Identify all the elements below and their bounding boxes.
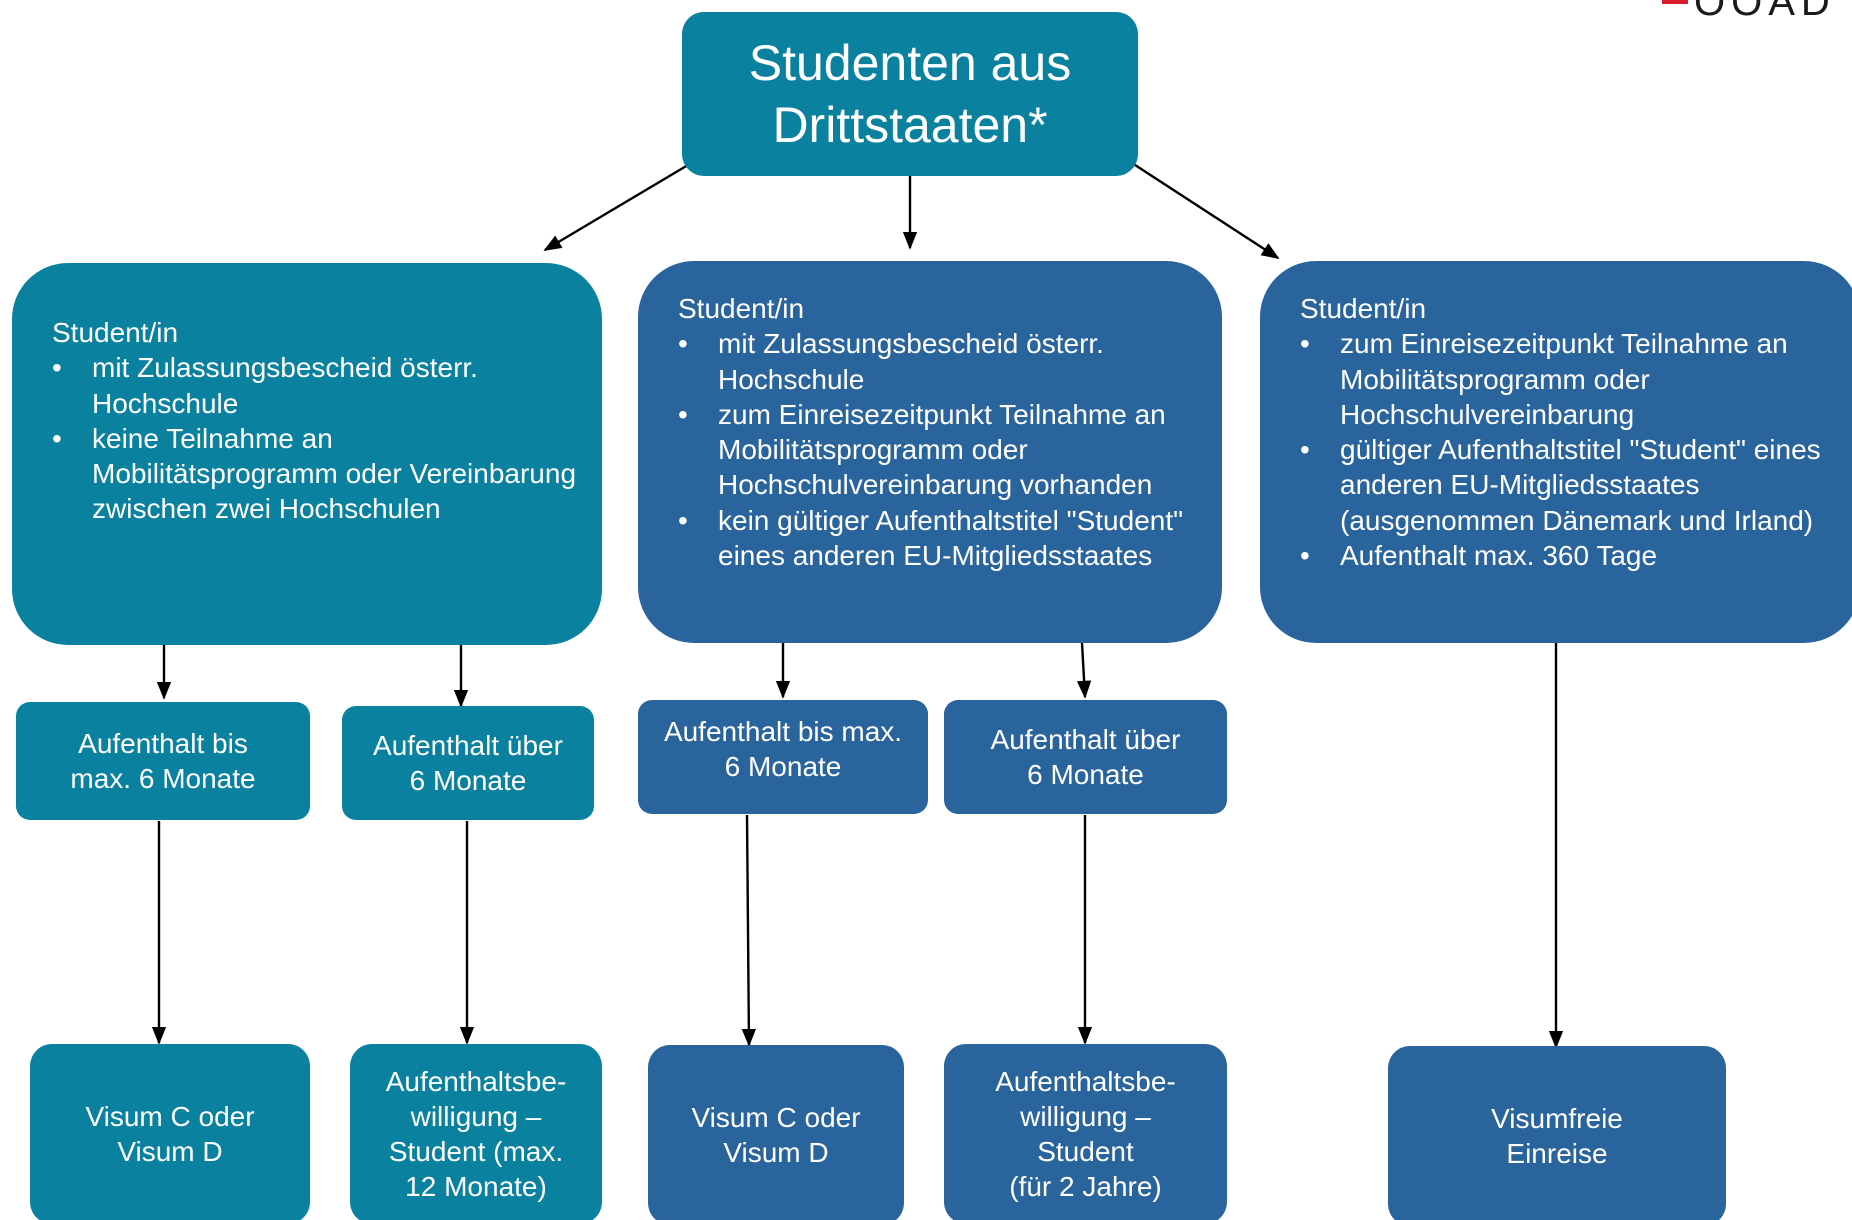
arrow-title-to-cat3 — [1131, 161, 1280, 260]
duration-2-line-1: Aufenthalt über — [373, 730, 563, 761]
result-2-line: willigung – — [410, 1101, 542, 1132]
category-1-bullet: mit Zulassungsbescheid österr. Hochschul… — [52, 350, 582, 421]
category-2-heading: Student/in — [678, 293, 805, 324]
category-1-heading: Student/in — [52, 317, 179, 348]
result-4-line: Aufenthaltsbe- — [995, 1066, 1176, 1097]
category-3-bullet: zum Einreisezeitpunkt Teilnahme an Mobil… — [1300, 326, 1850, 432]
result-2-line: Student (max. — [388, 1136, 564, 1167]
duration-3-line-1: Aufenthalt bis max. — [663, 716, 903, 747]
result-4-line: willigung – — [1020, 1101, 1151, 1132]
result-4-line: Student — [1037, 1136, 1134, 1167]
result-1-line: Visum D — [117, 1136, 223, 1167]
result-2-line: Aufenthaltsbe- — [385, 1066, 567, 1097]
category-2-bullet: zum Einreisezeitpunkt Teilnahme an Mobil… — [678, 397, 1202, 503]
title-box: Studenten aus Drittstaaten* — [682, 12, 1138, 176]
result-5-line: Einreise — [1506, 1138, 1608, 1169]
result-3-line: Visum D — [723, 1137, 829, 1168]
duration-box-4: Aufenthalt über 6 Monate — [944, 700, 1227, 814]
category-3-heading: Student/in — [1300, 293, 1427, 324]
duration-3-line-2: 6 Monate — [724, 751, 842, 782]
oead-logo: ÖÖAD — [1652, 0, 1852, 18]
result-1-line: Visum C oder — [85, 1101, 255, 1132]
category-box-2: Student/in mit Zulassungsbescheid österr… — [638, 261, 1222, 643]
title-line-2: Drittstaaten* — [772, 97, 1048, 153]
category-3-bullets: zum Einreisezeitpunkt Teilnahme an Mobil… — [1300, 326, 1850, 573]
category-box-3: Student/in zum Einreisezeitpunkt Teilnah… — [1260, 261, 1852, 643]
duration-4-line-1: Aufenthalt über — [990, 724, 1181, 755]
duration-1-line-1: Aufenthalt bis — [78, 728, 248, 759]
duration-box-2: Aufenthalt über 6 Monate — [342, 706, 594, 820]
category-2-bullets: mit Zulassungsbescheid österr. Hochschul… — [678, 326, 1202, 573]
arrow-dur3-to-res3 — [741, 814, 757, 1047]
result-box-3: Visum C oder Visum D — [648, 1045, 904, 1220]
result-2-line: 12 Monate) — [405, 1171, 547, 1202]
result-4-line: (für 2 Jahre) — [1009, 1171, 1162, 1202]
result-box-1: Visum C oder Visum D — [30, 1044, 310, 1220]
logo-red-bar — [1662, 0, 1688, 4]
category-1-bullet: keine Teilnahme an Mobilitätsprogramm od… — [52, 421, 582, 527]
category-3-bullet: Aufenthalt max. 360 Tage — [1300, 538, 1850, 574]
duration-box-1: Aufenthalt bis max. 6 Monate — [16, 702, 310, 820]
logo-text: ÖÖAD — [1694, 0, 1836, 18]
category-3-bullet: gültiger Aufenthaltstitel "Student" eine… — [1300, 432, 1850, 538]
duration-box-3: Aufenthalt bis max. 6 Monate — [638, 700, 928, 814]
result-5-line: Visumfreie — [1491, 1103, 1623, 1134]
result-box-2: Aufenthaltsbe- willigung – Student (max.… — [350, 1044, 602, 1220]
category-box-1: Student/in mit Zulassungsbescheid österr… — [12, 263, 602, 645]
duration-2-line-2: 6 Monate — [409, 765, 527, 796]
category-2-bullet: mit Zulassungsbescheid österr. Hochschul… — [678, 326, 1202, 397]
result-box-4: Aufenthaltsbe- willigung – Student (für … — [944, 1044, 1227, 1220]
duration-1-line-2: max. 6 Monate — [70, 763, 256, 794]
category-1-bullets: mit Zulassungsbescheid österr. Hochschul… — [52, 350, 582, 526]
category-2-bullet: kein gültiger Aufenthaltstitel "Student"… — [678, 503, 1202, 574]
title-line-1: Studenten aus — [748, 35, 1072, 91]
duration-4-line-2: 6 Monate — [1027, 759, 1144, 790]
arrow-title-to-cat1 — [543, 163, 689, 252]
result-3-line: Visum C oder — [691, 1102, 861, 1133]
arrow-cat2-to-dur4 — [1076, 642, 1092, 699]
result-box-5: Visumfreie Einreise — [1388, 1046, 1726, 1220]
